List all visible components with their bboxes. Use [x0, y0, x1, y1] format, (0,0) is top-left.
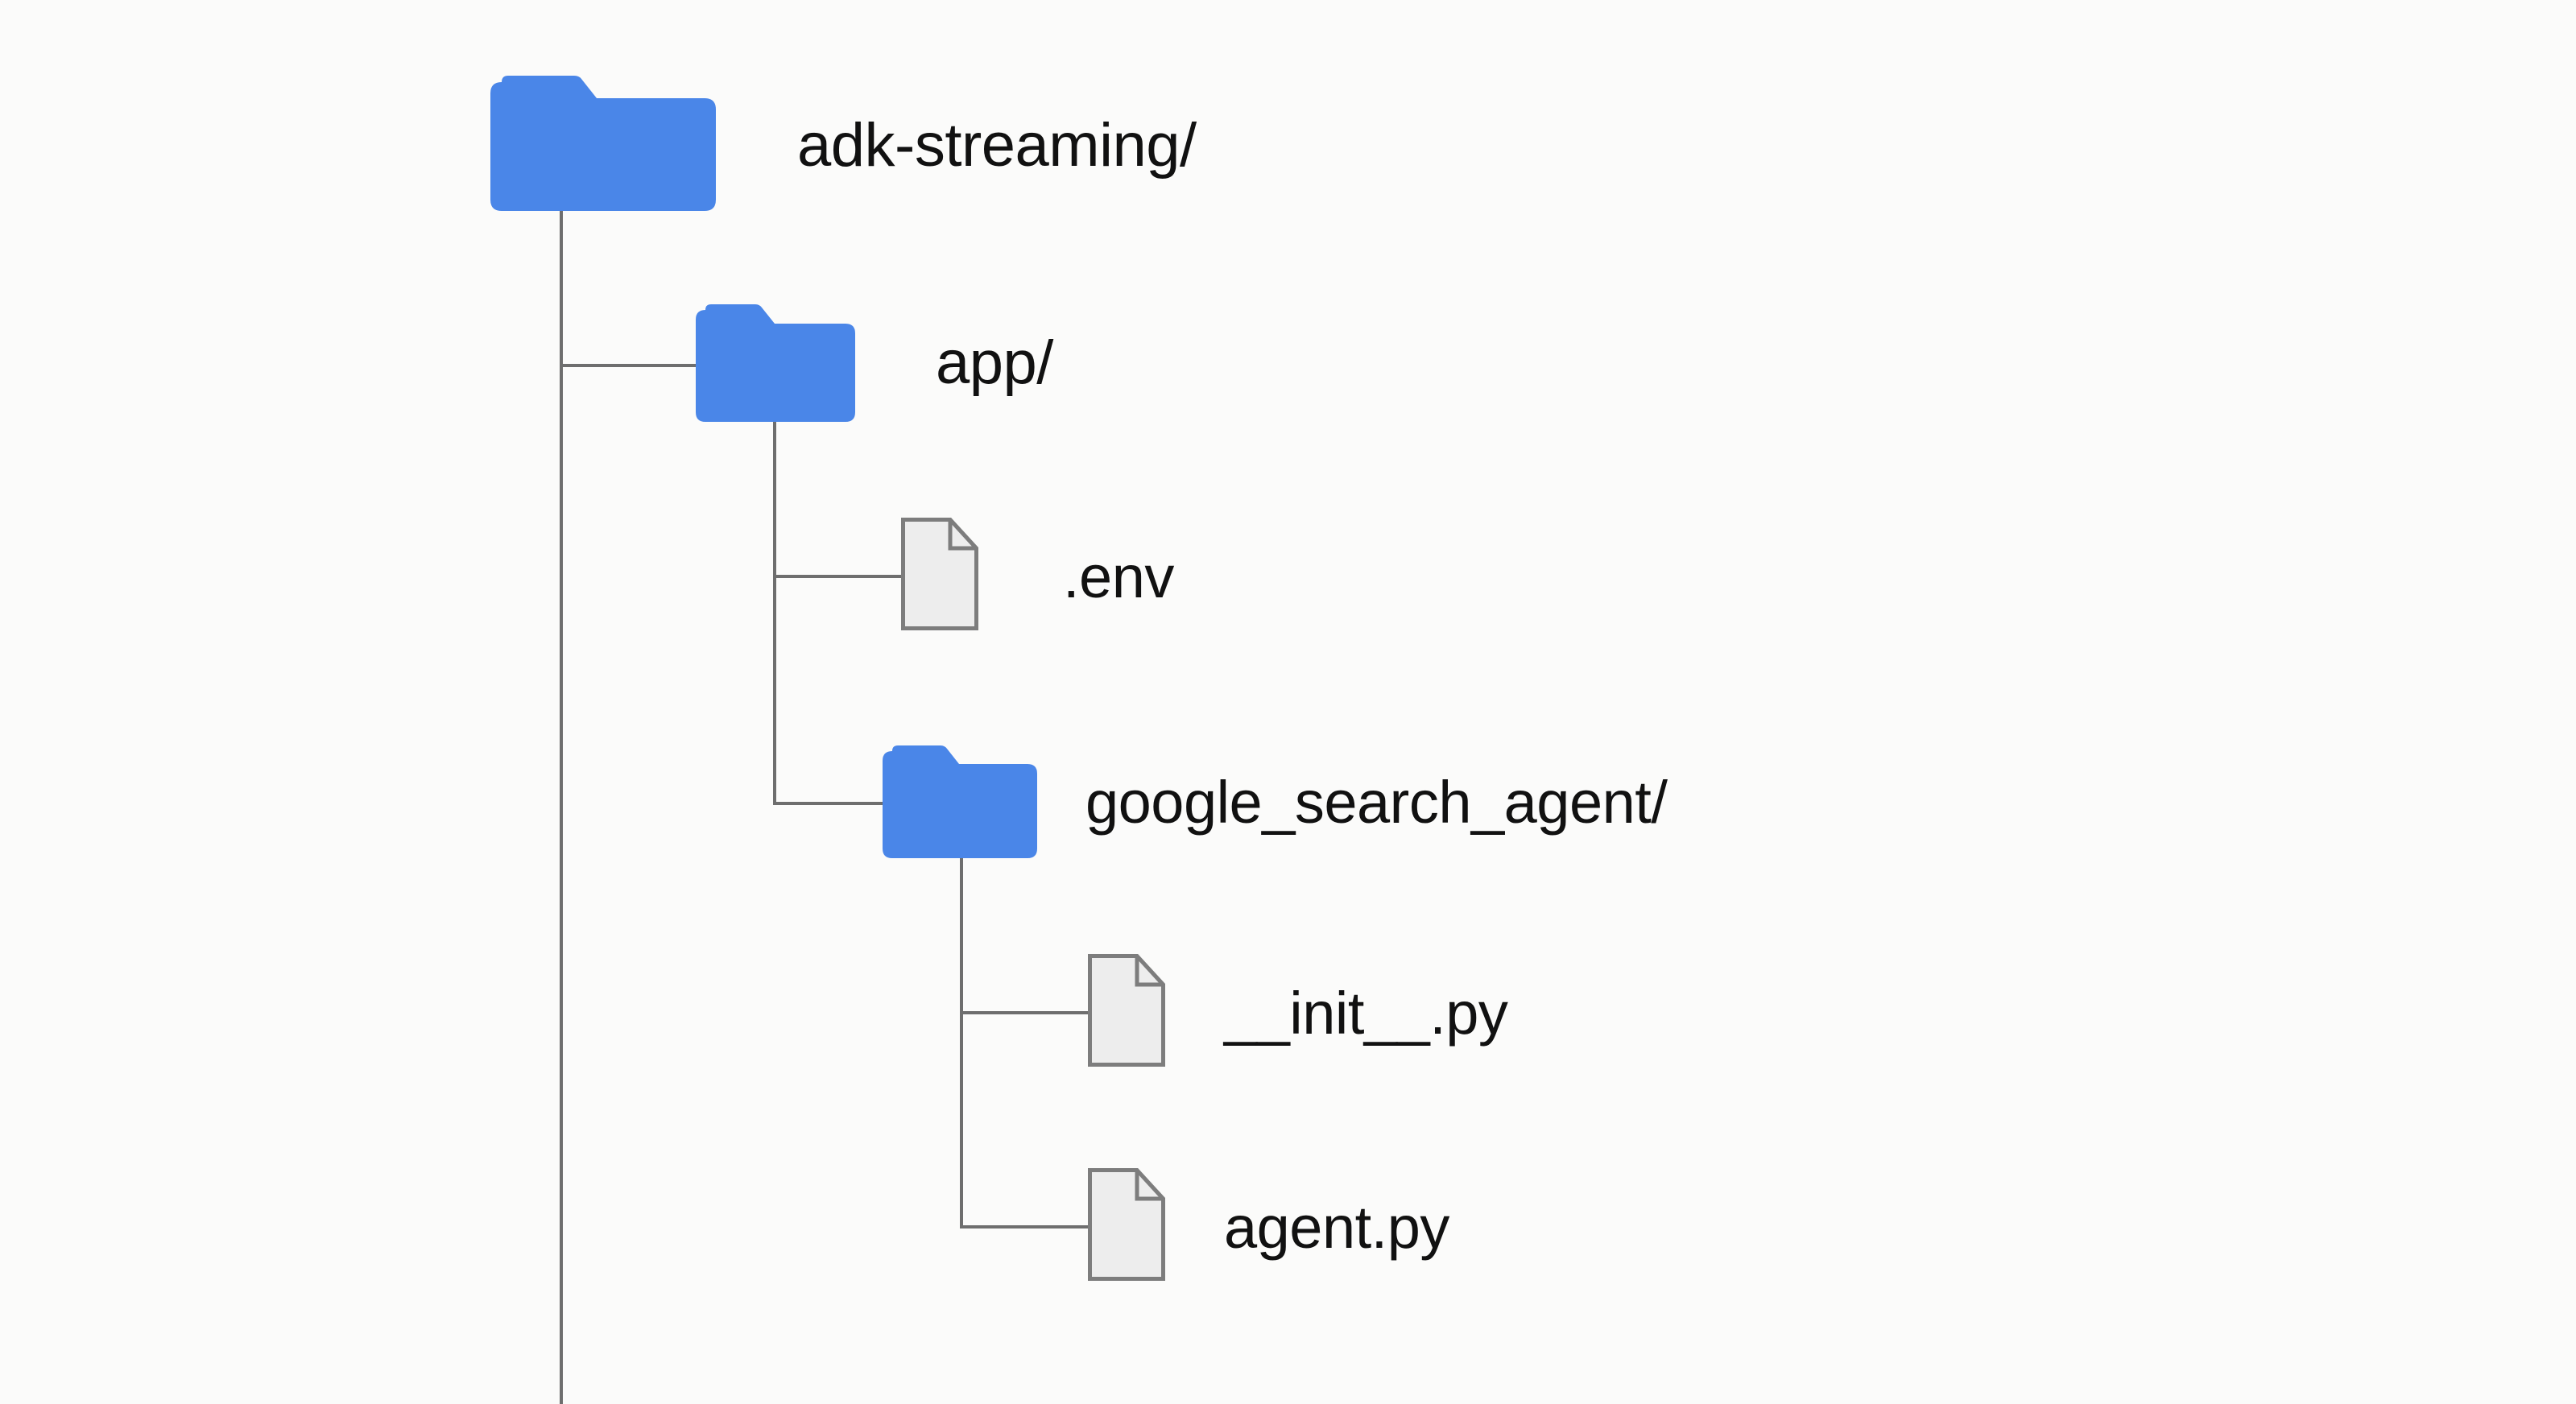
folder-icon[interactable] — [881, 744, 1039, 860]
connector-app-to-env — [773, 575, 903, 578]
file-icon[interactable] — [1087, 1167, 1166, 1282]
node-label-agent-py: agent.py — [1224, 1194, 1449, 1261]
connector-gsa-to-init-py — [960, 1011, 1090, 1014]
folder-icon[interactable] — [489, 74, 717, 213]
file-icon[interactable] — [1087, 953, 1166, 1067]
folder-icon[interactable] — [694, 303, 857, 423]
connector-app-trunk — [773, 422, 776, 805]
node-label-env: .env — [1063, 543, 1174, 610]
node-label-init-py: __init__.py — [1224, 980, 1508, 1047]
connector-root-trunk — [560, 211, 563, 1404]
connector-gsa-to-agent-py — [960, 1225, 1090, 1228]
file-icon[interactable] — [900, 517, 979, 631]
node-label-adk-streaming: adk-streaming/ — [797, 111, 1197, 180]
node-label-google-search-agent: google_search_agent/ — [1085, 769, 1668, 836]
connector-gsa-trunk — [960, 858, 963, 1228]
connector-root-to-app — [560, 364, 697, 367]
node-label-app: app/ — [936, 328, 1053, 397]
connector-app-to-google-search-agent — [773, 802, 883, 805]
